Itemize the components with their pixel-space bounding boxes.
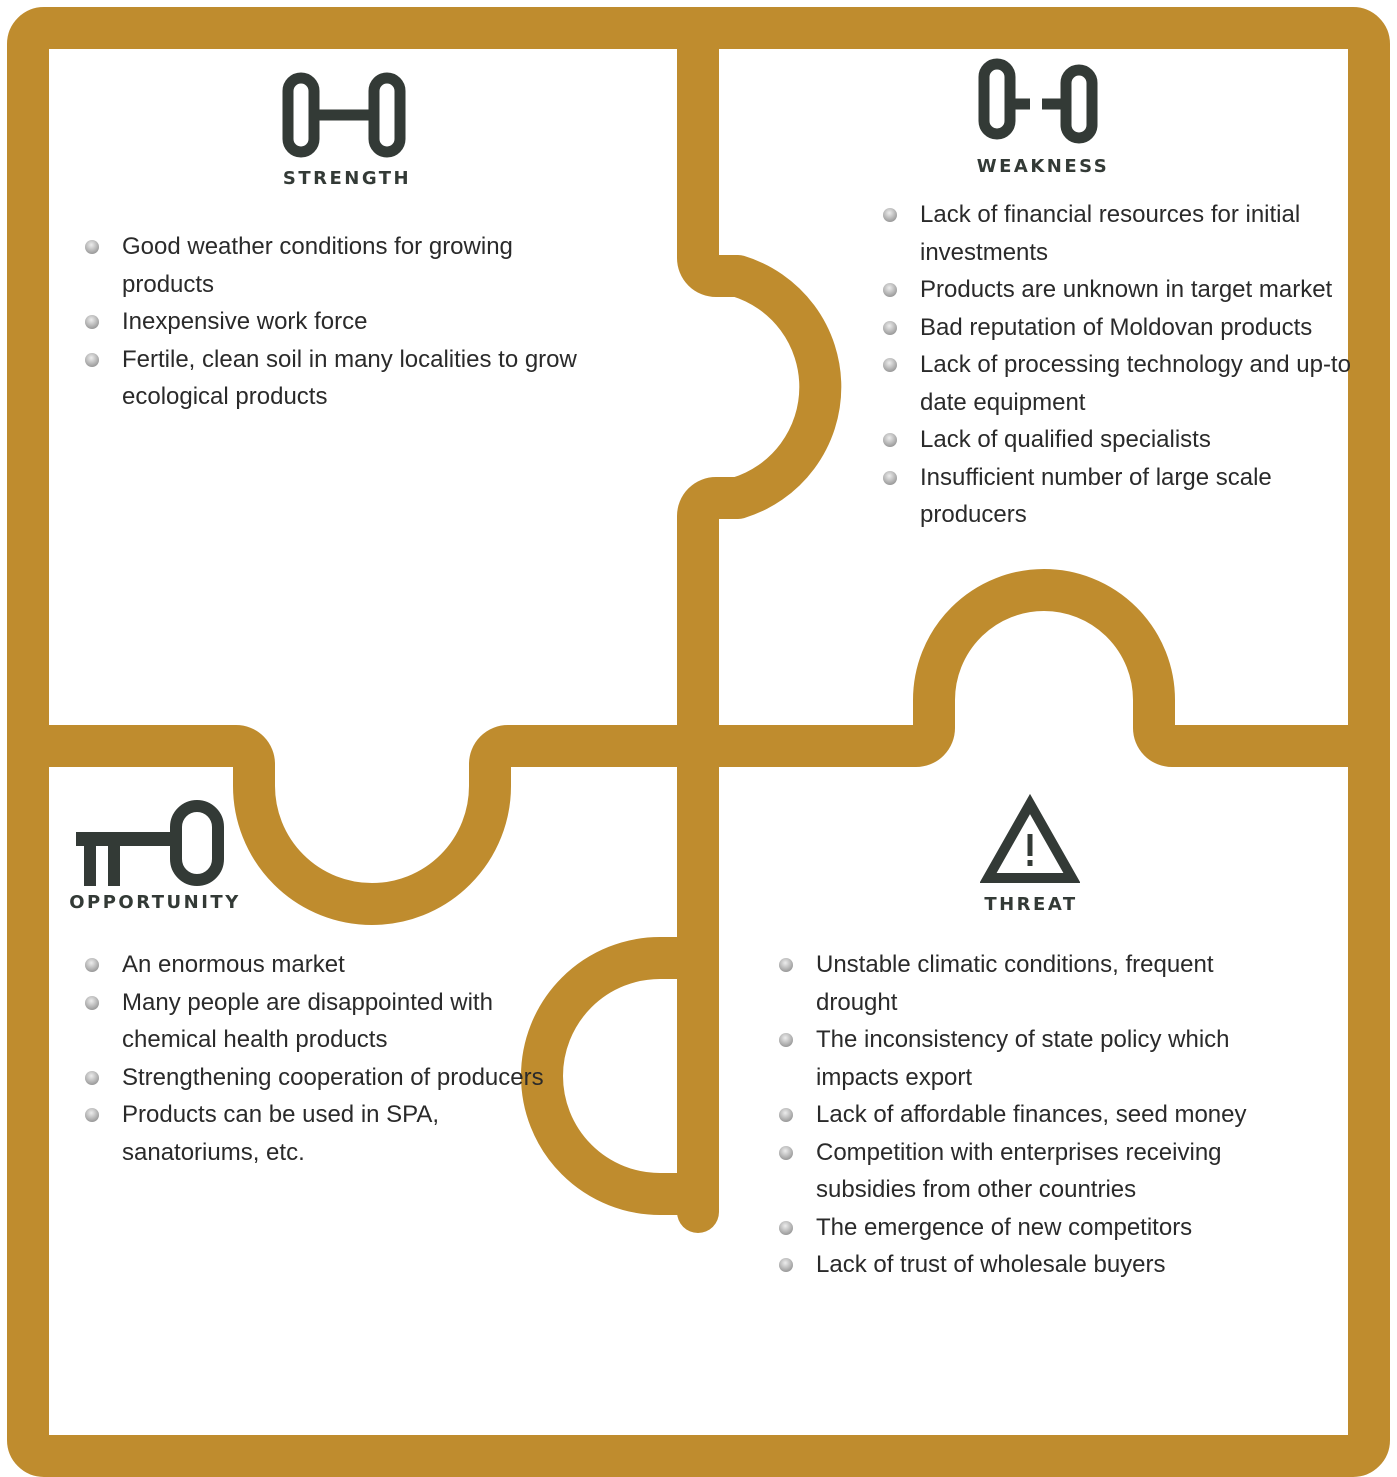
warning-triangle-icon [980,794,1080,883]
list-item: Products can be used in SPA, sanatoriums… [85,1096,555,1171]
bullet-dot-icon [85,995,99,1010]
bullet-dot-icon [779,1033,793,1047]
bullet-dot-icon [85,352,99,367]
list-item: Insufficient number of large scale produ… [883,459,1353,534]
list-item: Good weather conditions for growing prod… [85,228,585,303]
list-item: Fertile, clean soil in many localities t… [85,341,585,416]
weakness-list: Lack of financial resources for initial … [883,196,1353,534]
bullet-dot-icon [779,1145,793,1160]
opportunity-title: OPPORTUNITY [69,892,241,913]
bullet-dot-icon [779,958,793,972]
bullet-dot-icon [85,315,99,329]
bullet-dot-icon [85,240,99,254]
bullet-dot-icon [85,1070,99,1085]
list-item: Products are unknown in target market [883,271,1353,309]
right-divider-connector [698,569,1367,767]
list-item: The inconsistency of state policy which … [779,1021,1299,1096]
top-divider-connector [677,30,842,746]
opportunity-list: An enormous market Many people are disap… [85,946,555,1171]
list-item: Competition with enterprises receiving s… [779,1134,1299,1209]
list-item: Many people are disappointed with chemic… [85,984,555,1059]
list-item: Strengthening cooperation of producers [85,1059,555,1097]
bullet-dot-icon [779,1258,793,1272]
bullet-dot-icon [85,1108,99,1122]
bullet-dot-icon [883,358,897,372]
bullet-dot-icon [883,208,897,222]
bottom-divider-connector [521,746,719,1233]
key-icon [76,800,224,886]
list-item: Bad reputation of Moldovan products [883,309,1353,347]
bullet-dot-icon [779,1108,793,1122]
list-item: Inexpensive work force [85,303,585,341]
strength-title: STRENGTH [282,168,412,189]
list-item: Lack of qualified specialists [883,421,1353,459]
bullet-dot-icon [883,283,897,297]
strength-list: Good weather conditions for growing prod… [85,228,585,416]
list-item: Lack of processing technology and up-to … [883,346,1353,421]
link-bar-icon [282,72,406,158]
list-item: Lack of trust of wholesale buyers [779,1246,1299,1284]
threat-list: Unstable climatic conditions, frequent d… [779,946,1299,1284]
weakness-title: WEAKNESS [976,156,1110,177]
bullet-dot-icon [85,958,99,972]
outer-border [7,7,1390,1477]
list-item: Unstable climatic conditions, frequent d… [779,946,1299,1021]
bullet-dot-icon [883,470,897,485]
list-item: Lack of financial resources for initial … [883,196,1353,271]
list-item: The emergence of new competitors [779,1209,1299,1247]
bullet-dot-icon [883,320,897,335]
threat-title: THREAT [984,894,1078,915]
bullet-dot-icon [779,1220,793,1235]
left-divider-connector [30,725,698,925]
list-item: Lack of affordable finances, seed money [779,1096,1299,1134]
bullet-dot-icon [883,433,897,447]
broken-link-icon [978,58,1098,144]
list-item: An enormous market [85,946,555,984]
